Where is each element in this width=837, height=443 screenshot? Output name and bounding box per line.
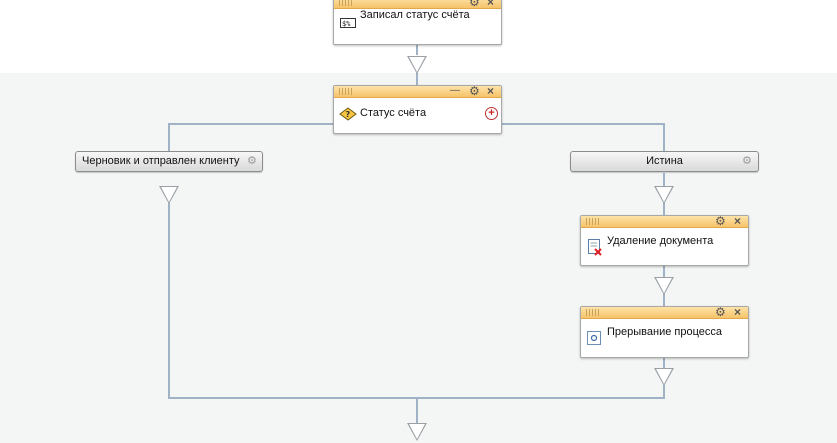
block-label: Удаление документа [607, 235, 714, 247]
branch-true[interactable]: Истина ⚙ [570, 151, 759, 172]
close-icon[interactable]: × [487, 0, 495, 9]
flow-arrow [407, 56, 427, 74]
connector [500, 123, 664, 125]
gear-icon[interactable]: ⚙ [247, 155, 257, 167]
gear-icon[interactable]: ⚙ [715, 214, 726, 228]
flow-arrow [654, 277, 674, 295]
block-abort-process[interactable]: ⚙ × Прерывание процесса [580, 305, 749, 358]
connector [168, 203, 170, 398]
svg-text:$%: $% [342, 20, 351, 28]
drag-handle-icon[interactable] [339, 0, 353, 6]
condition-icon: ? [339, 107, 357, 124]
connector [168, 123, 170, 151]
gear-icon[interactable]: ⚙ [469, 84, 480, 98]
close-icon[interactable]: × [734, 214, 742, 228]
connector [663, 385, 665, 398]
branch-label: Черновик и отправлен клиенту [82, 155, 240, 167]
connector [663, 203, 665, 215]
flow-arrow [654, 368, 674, 386]
svg-text:?: ? [346, 110, 351, 119]
connector [416, 397, 418, 423]
connector [663, 356, 665, 369]
assign-variable-icon: $% [340, 18, 356, 31]
block-delete-document[interactable]: ⚙ × Удаление документа [580, 214, 749, 266]
block-label: Статус счёта [360, 107, 427, 119]
connector [663, 123, 665, 151]
connector [663, 264, 665, 278]
connector [663, 173, 665, 187]
gear-icon[interactable]: ⚙ [742, 155, 752, 167]
delete-document-icon [587, 239, 603, 259]
block-header[interactable]: — ⚙ × [334, 84, 501, 98]
block-invoice-status[interactable]: — ⚙ × ? Статус счёта + [333, 84, 502, 134]
connector [169, 123, 334, 125]
flow-arrow [407, 423, 427, 441]
drag-handle-icon[interactable] [339, 88, 353, 95]
add-branch-icon[interactable]: + [485, 107, 498, 120]
minimize-icon[interactable]: — [450, 85, 460, 96]
drag-handle-icon[interactable] [586, 309, 600, 316]
branch-draft-sent[interactable]: Черновик и отправлен клиенту ⚙ [75, 151, 263, 172]
block-wrote-status[interactable]: ⚙ × $% Записал статус счёта [333, 0, 502, 45]
block-header[interactable]: ⚙ × [581, 305, 748, 319]
block-header[interactable]: ⚙ × [581, 214, 748, 228]
drag-handle-icon[interactable] [586, 218, 600, 225]
block-label: Прерывание процесса [607, 326, 723, 338]
close-icon[interactable]: × [487, 84, 495, 98]
connector [416, 73, 418, 85]
stop-process-icon [587, 331, 601, 348]
connector [416, 43, 418, 55]
block-label: Записал статус счёта [360, 9, 470, 21]
block-header[interactable]: ⚙ × [334, 0, 501, 9]
flow-arrow [159, 186, 179, 204]
close-icon[interactable]: × [734, 305, 742, 319]
branch-label: Истина [646, 155, 683, 167]
gear-icon[interactable]: ⚙ [715, 305, 726, 319]
connector [663, 294, 665, 306]
gear-icon[interactable]: ⚙ [469, 0, 480, 9]
flow-arrow [654, 186, 674, 204]
